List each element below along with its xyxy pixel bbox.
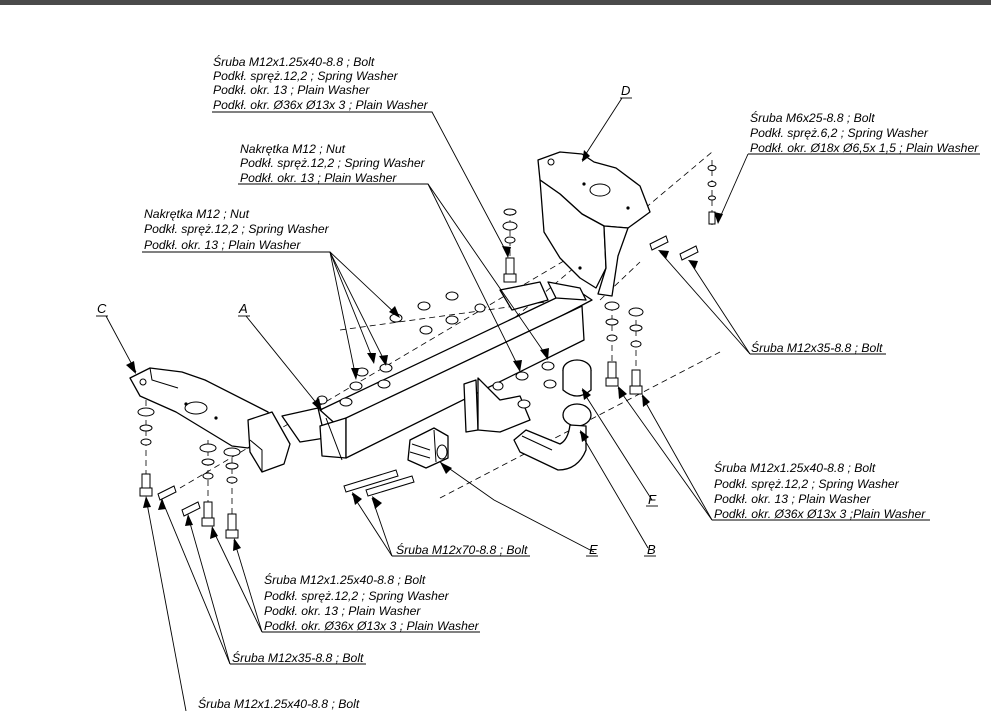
tow-ball-f <box>463 359 592 471</box>
right-bracket-d <box>537 151 651 297</box>
label-text: Podkł. okr. Ø36x Ø13x 3 ;Plain Washer <box>714 507 926 521</box>
hardware-fasteners <box>137 165 717 539</box>
label-text: Podkł. okr. 13 ; Plain Washer <box>714 492 871 506</box>
label-text: Nakrętka M12 ; Nut <box>144 207 250 221</box>
label-underlines <box>142 111 980 665</box>
label-text: Podkł. spręż.12,2 ; Spring Washer <box>264 589 450 603</box>
label-text: Podkł. okr. Ø36x Ø13x 3 ; Plain Washer <box>213 98 429 112</box>
callout-m12x35-right: Śruba M12x35-8.8 ; Bolt <box>751 340 883 355</box>
label-text: Podkł. okr. 13 ; Plain Washer <box>144 238 301 252</box>
label-text: Podkł. okr. 13 ; Plain Washer <box>213 83 370 97</box>
label-text: Podkł. spręż.6,2 ; Spring Washer <box>750 126 929 140</box>
callout-bolt-washers-bottom: Śruba M12x1.25x40-8.8 ; Bolt Podkł. sprę… <box>264 572 480 633</box>
left-bracket-c <box>129 367 291 473</box>
label-text: Śruba M12x1.25x40-8.8 ; Bolt <box>213 54 375 69</box>
label-text: Nakrętka M12 ; Nut <box>240 142 346 156</box>
label-text: Podkł. okr. 13 ; Plain Washer <box>240 171 397 185</box>
label-text: Podkł. okr. 13 ; Plain Washer <box>264 604 421 618</box>
part-letter-f: F <box>648 492 657 507</box>
label-text: Podkł. okr. Ø18x Ø6,5x 1,5 ; Plain Washe… <box>750 141 979 155</box>
label-text: Śruba M12x35-8.8 ; Bolt <box>751 340 883 355</box>
part-letter-d: D <box>621 83 630 98</box>
label-text: Śruba M12x35-8.8 ; Bolt <box>232 650 364 665</box>
part-letter-c: C <box>97 301 107 316</box>
label-text: Podkł. spręż.12,2 ; Spring Washer <box>240 156 426 170</box>
label-text: Podkł. spręż.12,2 ; Spring Washer <box>213 69 399 83</box>
callout-m12x70: Śruba M12x70-8.8 ; Bolt <box>396 542 528 557</box>
label-text: Śruba M12x70-8.8 ; Bolt <box>396 542 528 557</box>
label-text: Podkł. spręż.12,2 ; Spring Washer <box>144 222 330 236</box>
main-crossbar-a <box>281 281 593 461</box>
socket-plate-e <box>407 427 449 469</box>
label-text: Śruba M12x1.25x40-8.8 ; Bolt <box>198 696 360 711</box>
part-letter-a: A <box>238 301 248 316</box>
callout-bolt-washers-top: Śruba M12x1.25x40-8.8 ; Bolt Podkł. sprę… <box>213 54 429 112</box>
callout-m12x35-left: Śruba M12x35-8.8 ; Bolt <box>232 650 364 665</box>
label-text: Śruba M12x1.25x40-8.8 ; Bolt <box>264 572 426 587</box>
part-letter-b: B <box>647 542 656 557</box>
label-text: Śruba M12x1.25x40-8.8 ; Bolt <box>714 460 876 475</box>
label-text: Podkł. okr. Ø36x Ø13x 3 ; Plain Washer <box>264 619 480 633</box>
callout-bolt-bottom: Śruba M12x1.25x40-8.8 ; Bolt <box>198 696 360 711</box>
top-border-bar <box>0 0 991 5</box>
part-letters: C A D F E B <box>96 83 658 557</box>
callout-m6-bolt: Śruba M6x25-8.8 ; Bolt Podkł. spręż.6,2 … <box>750 110 979 155</box>
part-letter-e: E <box>589 542 598 557</box>
label-text: Śruba M6x25-8.8 ; Bolt <box>750 110 875 125</box>
callout-nut-upper: Nakrętka M12 ; Nut Podkł. spręż.12,2 ; S… <box>240 142 426 185</box>
callout-bolt-washers-right: Śruba M12x1.25x40-8.8 ; Bolt Podkł. sprę… <box>714 460 926 521</box>
label-text: Podkł. spręż.12,2 ; Spring Washer <box>714 477 900 491</box>
callout-nut-lower: Nakrętka M12 ; Nut Podkł. spręż.12,2 ; S… <box>144 207 330 252</box>
leader-arrowheads <box>126 150 723 551</box>
